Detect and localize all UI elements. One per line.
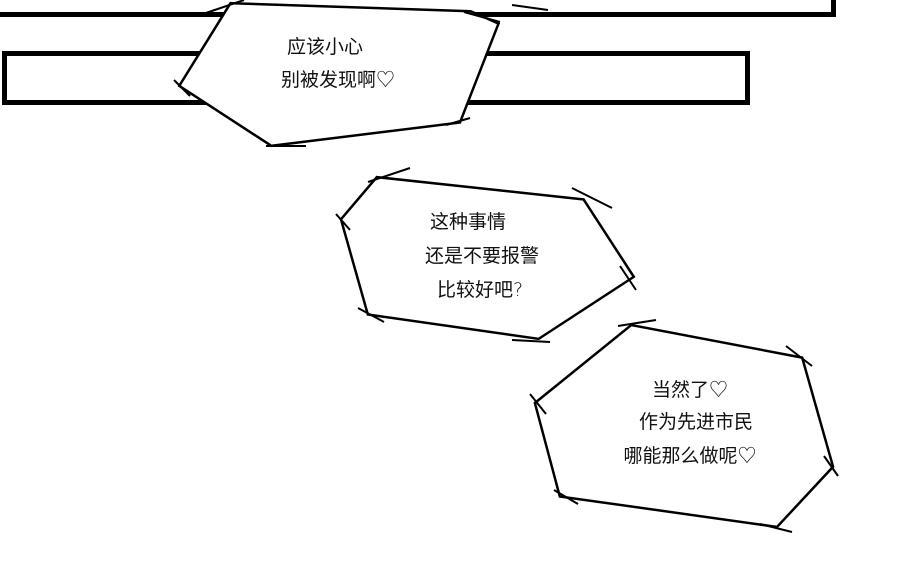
speech-bubble-1-line-2: 别被发现啊♡ [281,69,395,91]
speech-bubble-3-corner-ticks [529,319,839,533]
speech-bubble-2-inner-line [342,178,633,338]
speech-bubble-1-corner-ticks [173,0,549,147]
speech-bubble-3: 当然了♡ 作为先进市民 哪能那么做呢♡ [529,319,839,533]
speech-bubble-1-line-1: 应该小心 [287,36,363,58]
speech-bubble-1: 应该小心 别被发现啊♡ [173,0,549,148]
speech-bubble-2-line-1: 这种事情 [430,211,506,233]
speech-bubble-2-line-3: 比较好吧? [437,279,523,301]
speech-bubble-3-line-2: 作为先进市民 [639,411,753,433]
speech-bubble-2-corner-ticks [335,167,637,343]
speech-bubble-2-line-2: 还是不要报警 [425,245,539,267]
speech-bubble-2: 这种事情 还是不要报警 比较好吧? [335,167,637,343]
speech-bubble-3-line-1: 当然了♡ [652,379,728,401]
speech-bubble-3-line-3: 哪能那么做呢♡ [623,445,756,467]
